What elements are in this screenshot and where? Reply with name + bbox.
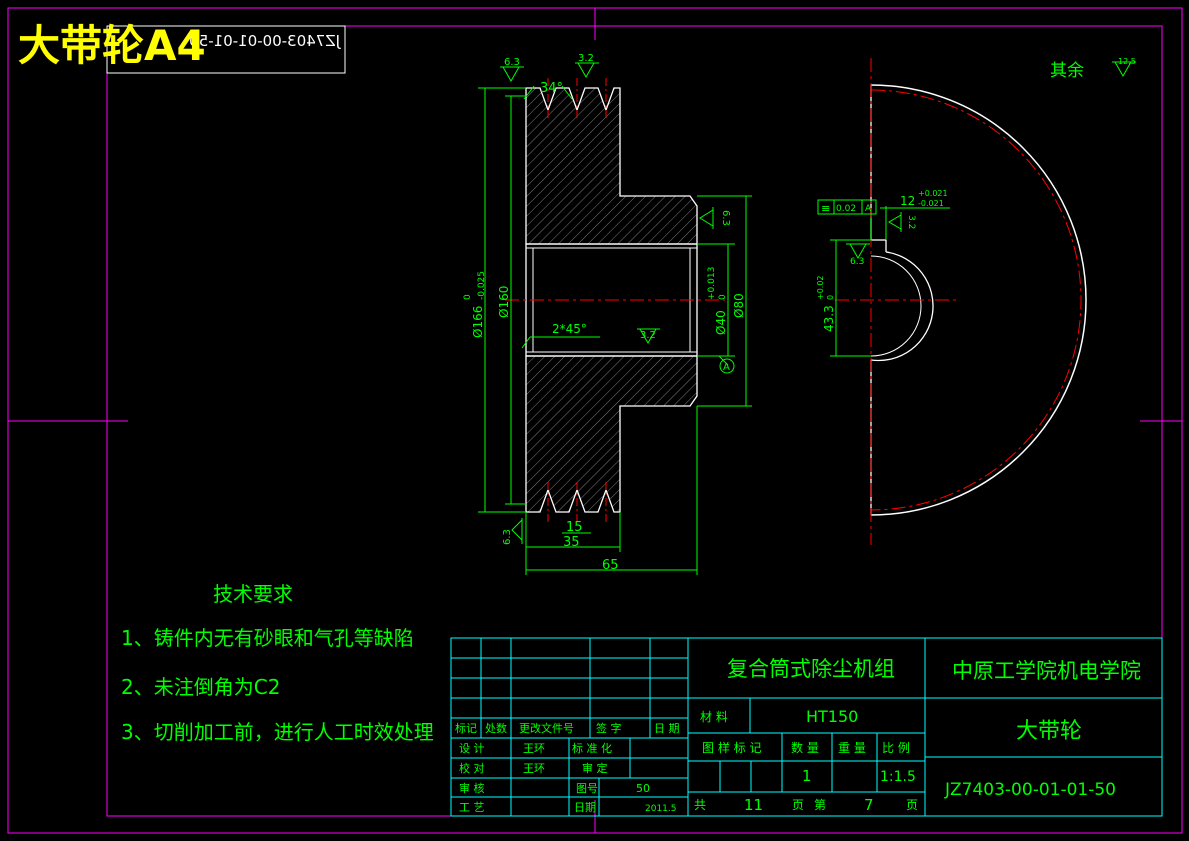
header-weight: 重 量: [838, 741, 866, 755]
fcf-value: 0.02: [836, 204, 856, 214]
header-qty: 数 量: [791, 740, 819, 755]
design-label: 设 计: [459, 742, 485, 755]
review-label: 审 定: [582, 761, 608, 775]
datum-a-label: A: [723, 362, 730, 373]
hdr-doc: 更改文件号: [519, 721, 574, 735]
dim-keyway-tol-lower: -0.021: [918, 199, 944, 208]
total-pages: 11: [744, 796, 763, 814]
section-hatch-top: [525, 87, 698, 245]
date-value: 2011.5: [645, 804, 677, 814]
process-label: 工 艺: [459, 801, 485, 814]
pulley-side-view: [835, 58, 1087, 545]
dim-inner-rim-dia: Ø160: [497, 286, 511, 318]
total-label: 共: [694, 798, 706, 812]
dim-keyway-depth-tol-upper: +0.02: [816, 275, 825, 300]
dim-bore-tol-lower: 0: [718, 294, 728, 300]
sheet-label: 第: [814, 798, 826, 812]
hdr-count: 处数: [485, 722, 507, 735]
audit-label: 审 核: [459, 781, 485, 795]
dim-bore-tol-upper: +0.013: [707, 267, 717, 300]
page-label: 页: [792, 798, 804, 812]
roughness-symbols: [500, 62, 714, 544]
check-name: 王环: [523, 762, 545, 775]
tech-req-item: 1、铸件内无有砂眼和气孔等缺陷: [121, 626, 414, 650]
dim-keyway-width: 12: [900, 194, 915, 208]
standard-label: 标 准 化: [572, 741, 612, 755]
design-name: 王环: [523, 742, 545, 755]
side-outer-arc: [870, 84, 1087, 516]
datum-a-marker: [719, 358, 735, 374]
tech-req-item: 3、切削加工前，进行人工时效处理: [121, 720, 434, 744]
dim-rim-width: 35: [563, 535, 580, 550]
figno-label: 图号: [576, 782, 598, 795]
dim-outer-dia-tol-lower: -0.025: [477, 271, 487, 300]
dim-keyway-depth: 43.3: [822, 305, 836, 332]
drawing-number: JZ7403-00-01-01-50: [944, 780, 1116, 800]
scale-value: 1:1.5: [880, 769, 916, 785]
roughness-others-label: 其余: [1050, 61, 1084, 81]
dim-hub-length: 65: [602, 558, 619, 573]
dim-groove-angle: 34°: [540, 81, 563, 96]
school-name: 中原工学院机电学院: [952, 659, 1141, 683]
roughness-top-groove: 3.2: [578, 53, 594, 64]
roughness-others-value: 12.5: [1118, 57, 1136, 66]
figno-value: 50: [636, 782, 650, 795]
roughness-top-left: 6.3: [504, 57, 520, 68]
material-value: HT150: [806, 707, 858, 726]
hdr-sign: 签 字: [596, 721, 622, 735]
section-hatch-bottom: [525, 355, 698, 513]
roughness-keyway-side: 3.2: [906, 215, 916, 229]
dim-outer-dia-tol-upper: 0: [463, 294, 473, 300]
tech-req-title: 技术要求: [213, 582, 293, 606]
hdr-mark: 标记: [455, 721, 477, 735]
assembly-name: 复合筒式除尘机组: [727, 657, 895, 681]
part-name: 大带轮: [1016, 719, 1082, 744]
roughness-bottom-left: 6.3: [502, 529, 513, 545]
fcf-datum: A: [865, 204, 872, 214]
side-dimensions: [817, 61, 1136, 357]
header-pattern: 图 样 标 记: [702, 740, 761, 755]
sheet-title: 大带轮A4: [18, 21, 206, 70]
dim-groove-pitch: 15: [566, 520, 583, 535]
header-scale: 比 例: [882, 741, 910, 755]
title-block: [450, 637, 1163, 817]
date-label: 日期: [574, 801, 596, 814]
sheet-number: 7: [864, 796, 874, 814]
qty-value: 1: [802, 767, 812, 785]
roughness-bore: 3.2: [640, 330, 656, 341]
dim-keyway-depth-tol-lower: 0: [826, 295, 835, 300]
roughness-hub-face: 6.3: [720, 210, 731, 226]
roughness-keyway-bottom: 6.3: [850, 257, 864, 267]
dim-keyway-tol-upper: +0.021: [918, 189, 948, 198]
check-label: 校 对: [459, 761, 485, 775]
fcf-symbol: ≡: [821, 202, 830, 215]
dim-outer-dia: Ø166: [471, 306, 485, 338]
section-dimensions: [478, 85, 752, 575]
dim-chamfer: 2*45°: [552, 322, 587, 336]
dim-hub-dia: Ø80: [732, 293, 746, 318]
dim-bore-dia: Ø40: [714, 310, 728, 335]
hdr-date: 日 期: [654, 722, 680, 735]
mirrored-stamp: JZ7403-00-01-01-50: [189, 32, 341, 50]
material-label: 材 料: [700, 710, 728, 724]
tech-req-item: 2、未注倒角为C2: [121, 675, 280, 699]
side-bore-arc: [870, 251, 934, 362]
sheet-page-label: 页: [906, 798, 918, 812]
tolerance-frame: [817, 199, 877, 215]
pulley-section-view: [505, 78, 725, 522]
